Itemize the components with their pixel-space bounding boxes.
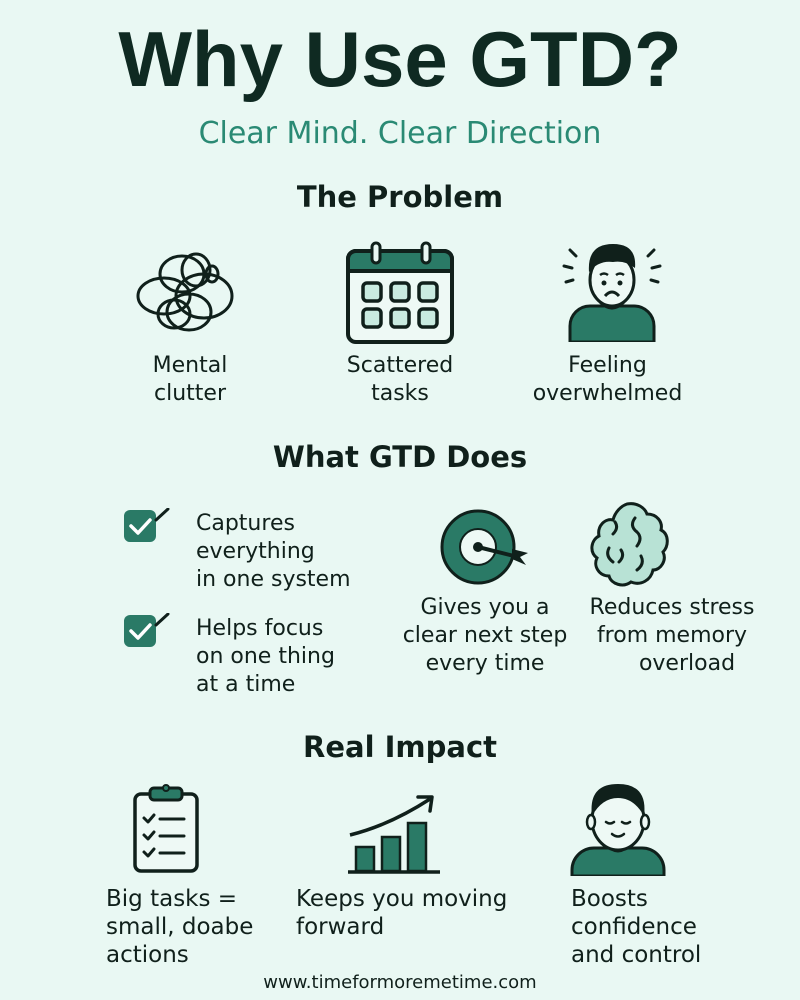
checkbox-icon [124,508,172,544]
target-icon [438,505,532,589]
impact-label-boosts-confidence: Boosts confidence and control [571,886,702,968]
section-heading-problem: The Problem [296,180,504,214]
problem-label-mental-clutter: Mental clutter [152,353,228,406]
gtd-label-reduces-stress: Reduces stress from memory overload [589,595,755,676]
checkbox-icon [124,613,172,649]
brain-icon [585,500,669,588]
page-subtitle: Clear Mind. Clear Direction [198,116,602,151]
scribble-icon [134,244,244,336]
checklist-item-captures-everything: Captures everything in one system [196,511,351,592]
calendar-icon [345,241,455,345]
checklist-item-helps-focus: Helps focus on one thing at a time [196,616,335,697]
impact-label-big-tasks: Big tasks = small, doabe actions [106,886,254,968]
gtd-label-next-step: Gives you a clear next step every time [402,595,568,676]
section-heading-real-impact: Real Impact [303,730,497,764]
clipboard-checklist-icon [132,784,200,874]
footer-url[interactable]: www.timeformoremetime.com [263,972,537,993]
impact-label-keeps-moving: Keeps you moving forward [296,886,508,940]
growth-chart-icon [348,795,444,875]
problem-label-scattered-tasks: Scattered tasks [346,353,454,406]
calm-person-icon [570,782,666,876]
page-title: Why Use GTD? [118,15,682,103]
section-heading-what-gtd-does: What GTD Does [272,440,528,474]
problem-label-feeling-overwhelmed: Feeling overwhelmed [532,353,683,406]
stressed-person-icon [560,238,664,342]
